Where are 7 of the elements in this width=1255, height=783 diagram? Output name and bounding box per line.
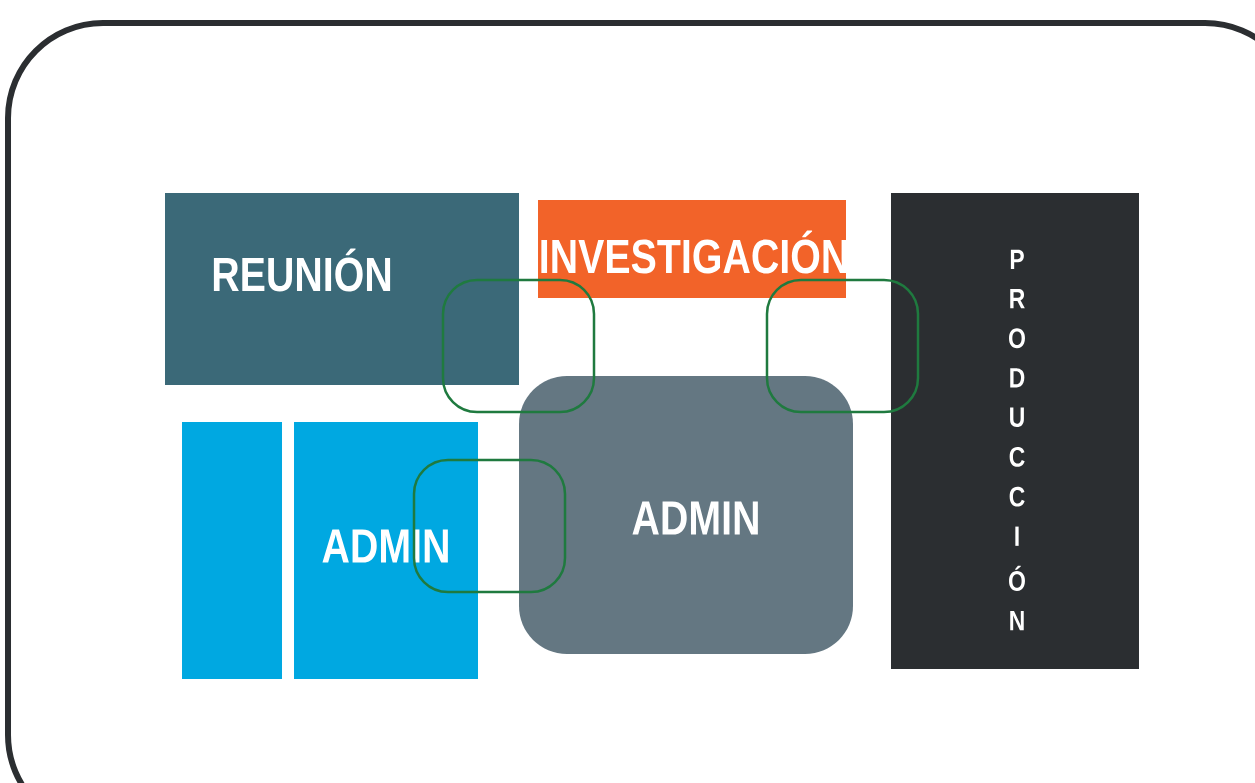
process-box: INVESTIGACIÓN xyxy=(538,200,847,298)
outline-box xyxy=(441,278,596,414)
process-box xyxy=(182,422,282,679)
process-box: PRODUCCIÓN xyxy=(891,193,1139,669)
rounded-box: ADMIN xyxy=(519,376,853,654)
process-box: REUNIÓN xyxy=(165,193,519,385)
outline-box xyxy=(765,278,920,414)
